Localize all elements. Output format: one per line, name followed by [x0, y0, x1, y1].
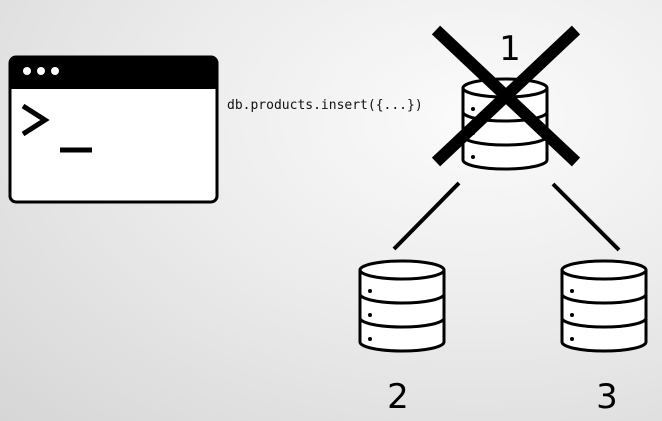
database-node-3	[560, 259, 648, 353]
prompt-icon	[21, 103, 92, 153]
connector-line-1-3	[551, 182, 621, 252]
node-label-3: 3	[596, 377, 618, 417]
connector-line-1-2	[392, 181, 461, 251]
terminal-window-icon	[8, 55, 219, 204]
window-dots-icon	[23, 67, 59, 75]
database-icon	[358, 259, 446, 353]
node-label-1: 1	[499, 29, 521, 69]
database-icon	[560, 259, 648, 353]
command-text: db.products.insert({...})	[227, 98, 423, 113]
database-node-2	[358, 259, 446, 353]
cross-icon	[431, 25, 581, 167]
node-label-2: 2	[387, 377, 409, 417]
